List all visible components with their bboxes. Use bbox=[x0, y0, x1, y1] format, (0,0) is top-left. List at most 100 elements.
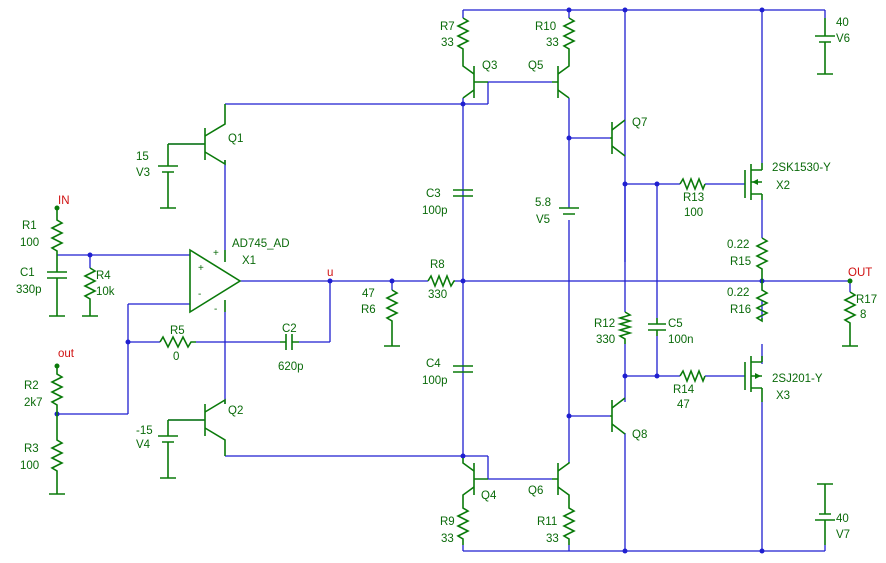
transistor-q1 bbox=[168, 104, 226, 166]
label-q1-ref: Q1 bbox=[228, 133, 243, 145]
source-v6 bbox=[815, 18, 835, 68]
resistor-r12 bbox=[617, 311, 633, 344]
label-v5-value: 5.8 bbox=[535, 197, 551, 209]
resistor-r4 bbox=[83, 267, 97, 306]
resistor-r15 bbox=[755, 237, 769, 281]
mosfet-x3 bbox=[744, 356, 763, 402]
labels: IN R1 100 C1 330p R4 10k out R2 2k7 R3 1… bbox=[16, 17, 877, 545]
opamp-vminus-label: - bbox=[214, 304, 217, 315]
label-r15-value: 0.22 bbox=[727, 239, 749, 251]
resistor-r13 bbox=[679, 176, 706, 192]
label-q3-ref: Q3 bbox=[482, 60, 497, 72]
transistor-q4 bbox=[462, 458, 488, 498]
label-c2-ref: C2 bbox=[282, 323, 297, 335]
label-r4-value: 10k bbox=[96, 286, 115, 298]
net-label-u: u bbox=[327, 267, 333, 279]
opamp-minus-label: - bbox=[198, 289, 201, 300]
resistor-r11 bbox=[562, 498, 576, 545]
label-c1-value: 330p bbox=[16, 284, 42, 296]
label-r9-value: 33 bbox=[441, 533, 454, 545]
label-q7-ref: Q7 bbox=[632, 117, 647, 129]
label-r3-value: 100 bbox=[20, 460, 39, 472]
transistor-q8 bbox=[610, 397, 626, 435]
label-c2-value: 620p bbox=[278, 361, 304, 373]
label-c5-ref: C5 bbox=[668, 318, 683, 330]
resistor-r10 bbox=[562, 17, 576, 62]
capacitor-c2 bbox=[280, 334, 299, 350]
grounds bbox=[49, 68, 858, 495]
label-v4-value: -15 bbox=[136, 425, 153, 437]
label-r15-ref: R15 bbox=[730, 256, 751, 268]
label-q5-ref: Q5 bbox=[528, 60, 543, 72]
label-q6-ref: Q6 bbox=[528, 485, 543, 497]
opamp-vplus-label: + bbox=[213, 248, 219, 259]
label-r17-value: 8 bbox=[860, 309, 866, 321]
label-v3-value: 15 bbox=[136, 151, 149, 163]
source-v5 bbox=[559, 207, 579, 215]
opamp-x1: + - + - bbox=[189, 248, 242, 315]
label-r2-ref: R2 bbox=[24, 380, 39, 392]
label-r12-ref: R12 bbox=[594, 318, 615, 330]
label-r17-ref: R17 bbox=[856, 294, 877, 306]
label-v4-ref: V4 bbox=[136, 439, 151, 451]
label-r10-value: 33 bbox=[546, 37, 559, 49]
resistor-r2 bbox=[50, 366, 64, 414]
label-v7-value: 40 bbox=[836, 513, 849, 525]
label-r5-value: 0 bbox=[173, 351, 179, 363]
net-label-out-main: OUT bbox=[848, 267, 872, 279]
transistor-q7 bbox=[610, 119, 626, 157]
wires bbox=[57, 9, 851, 552]
label-r6-value: 47 bbox=[362, 288, 375, 300]
label-x2-ref: X2 bbox=[776, 180, 790, 192]
label-x2-part: 2SK1530-Y bbox=[772, 162, 831, 174]
label-r14-value: 47 bbox=[677, 399, 690, 411]
capacitor-c1 bbox=[47, 255, 67, 306]
resistor-r7 bbox=[456, 17, 470, 62]
capacitor-c3 bbox=[453, 189, 473, 197]
label-q8-ref: Q8 bbox=[632, 429, 647, 441]
resistor-r3 bbox=[50, 414, 64, 486]
net-label-in: IN bbox=[58, 195, 70, 207]
label-c5-value: 100n bbox=[668, 334, 694, 346]
label-x1-ref: X1 bbox=[242, 255, 256, 267]
resistor-r16 bbox=[755, 281, 769, 323]
label-r16-ref: R16 bbox=[730, 304, 751, 316]
source-v3 bbox=[158, 144, 178, 200]
transistor-q6 bbox=[552, 462, 570, 498]
label-r16-value: 0.22 bbox=[727, 287, 749, 299]
label-r7-value: 33 bbox=[441, 37, 454, 49]
label-v7-ref: V7 bbox=[836, 529, 850, 541]
label-v5-ref: V5 bbox=[536, 214, 550, 226]
label-r13-value: 100 bbox=[684, 207, 703, 219]
label-c3-ref: C3 bbox=[426, 188, 441, 200]
resistor-r1 bbox=[50, 208, 64, 255]
label-x1-part: AD745_AD bbox=[232, 238, 290, 250]
label-x3-part: 2SJ201-Y bbox=[772, 373, 823, 385]
label-r13-ref: R13 bbox=[683, 192, 704, 204]
opamp-plus-label: + bbox=[198, 263, 204, 274]
label-r6-ref: R6 bbox=[361, 304, 376, 316]
resistor-r9 bbox=[456, 498, 470, 545]
label-r12-value: 330 bbox=[596, 334, 615, 346]
label-r8-ref: R8 bbox=[430, 259, 445, 271]
label-r3-ref: R3 bbox=[24, 443, 39, 455]
label-c4-ref: C4 bbox=[426, 358, 441, 370]
label-c1-ref: C1 bbox=[20, 267, 35, 279]
label-r10-ref: R10 bbox=[535, 21, 556, 33]
source-v7 bbox=[815, 490, 835, 545]
net-label-out-fb: out bbox=[58, 348, 75, 360]
label-r9-ref: R9 bbox=[440, 516, 455, 528]
source-v4 bbox=[158, 420, 178, 470]
label-v6-ref: V6 bbox=[836, 33, 850, 45]
mosfet-x2 bbox=[744, 163, 763, 200]
capacitor-c4 bbox=[453, 365, 473, 373]
label-r8-value: 330 bbox=[428, 289, 447, 301]
transistor-q3 bbox=[462, 62, 488, 99]
label-r4-ref: R4 bbox=[96, 270, 111, 282]
label-r14-ref: R14 bbox=[673, 384, 695, 396]
junctions bbox=[54, 7, 853, 554]
capacitor-c5 bbox=[648, 318, 666, 336]
label-v6-value: 40 bbox=[836, 17, 849, 29]
label-r1-ref: R1 bbox=[22, 220, 37, 232]
